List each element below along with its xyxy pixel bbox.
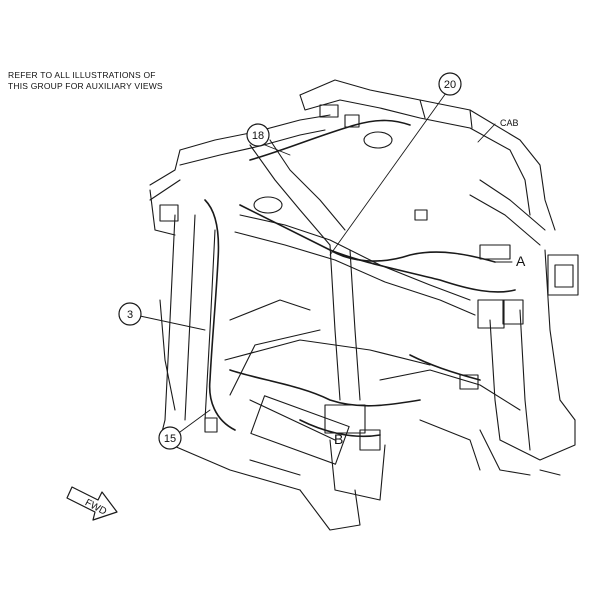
note-line-2: THIS GROUP FOR AUXILIARY VIEWS (8, 81, 163, 91)
rear-pillars (329, 244, 576, 476)
callout-20-number: 20 (444, 79, 456, 91)
connectors (159, 104, 579, 465)
auxiliary-views-note: REFER TO ALL ILLUSTRATIONS OF THIS GROUP… (8, 70, 208, 92)
callout-18: 18 (246, 123, 270, 147)
cab-label: CAB (500, 118, 519, 128)
callout-3-number: 3 (127, 309, 133, 321)
callout-15: 15 (158, 426, 182, 450)
view-a-label: A (516, 253, 526, 269)
cab-outline (159, 299, 561, 476)
callout-20: 20 (438, 72, 462, 96)
callout-15-number: 15 (164, 433, 176, 445)
leader-lines (139, 92, 513, 433)
view-b-label: B (334, 431, 343, 447)
note-line-1: REFER TO ALL ILLUSTRATIONS OF (8, 70, 156, 80)
callout-18-number: 18 (252, 130, 264, 142)
callout-3: 3 (118, 302, 142, 326)
left-front-pillar (149, 189, 301, 491)
forward-arrow: FWD (66, 486, 118, 521)
floor-console (224, 329, 521, 531)
